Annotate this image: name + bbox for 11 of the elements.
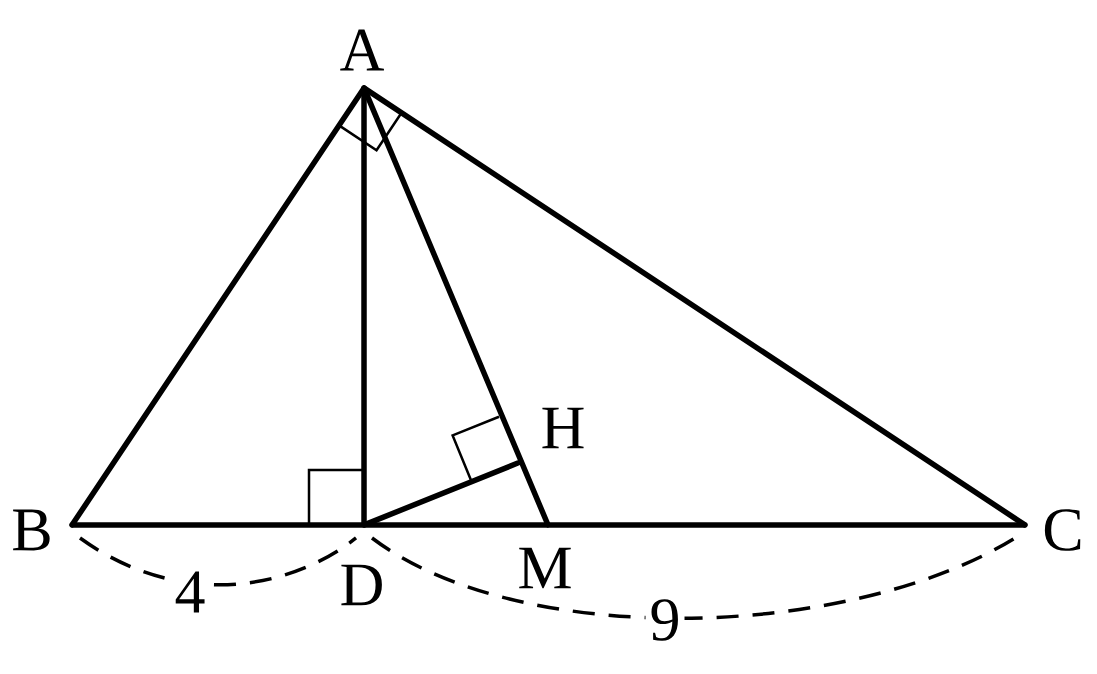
point-label: H (542, 407, 584, 449)
point-label: M (519, 547, 571, 589)
dimension-label: 4 (170, 567, 210, 617)
point-label: C (1044, 509, 1081, 551)
dimension-label: 9 (645, 595, 685, 645)
segment (361, 85, 551, 528)
point-label: B (13, 509, 50, 551)
point-label: D (341, 564, 382, 606)
point-label: A (340, 29, 384, 71)
segment (69, 522, 1028, 528)
segment (361, 460, 521, 528)
